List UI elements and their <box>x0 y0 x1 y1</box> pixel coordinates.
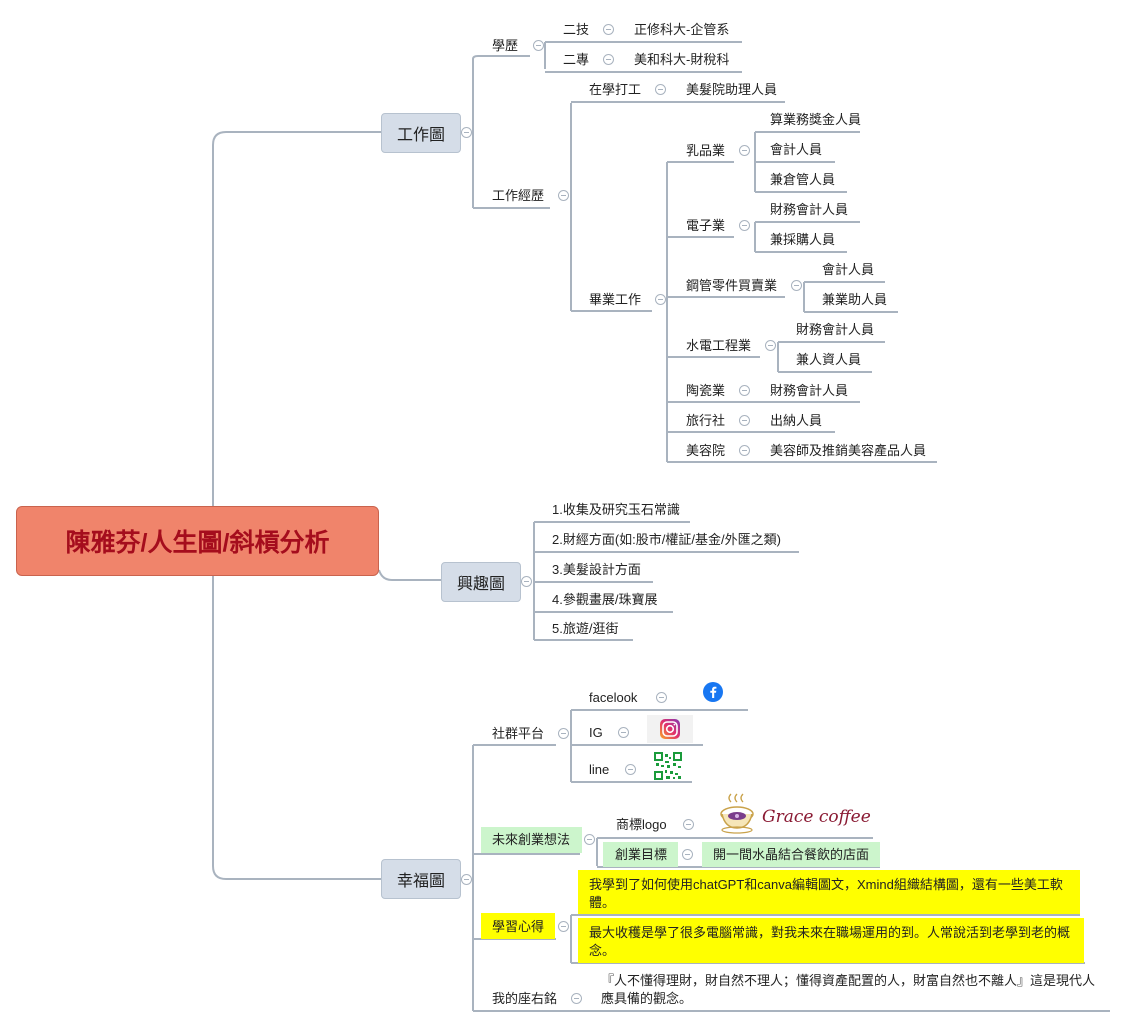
job-node[interactable]: 美容師及推銷美容產品人員 <box>770 443 927 458</box>
collapse-icon[interactable] <box>603 54 614 65</box>
collapse-icon[interactable] <box>765 340 776 351</box>
facebook-icon[interactable] <box>703 682 723 702</box>
logo-node[interactable]: 商標logo <box>616 817 667 832</box>
collapse-icon[interactable] <box>461 874 472 885</box>
motto-node[interactable]: 我的座右銘 <box>492 991 558 1006</box>
root-topic-label: 陳雅芬/人生圖/斜槓分析 <box>65 529 330 557</box>
job-node[interactable]: 會計人員 <box>822 262 875 277</box>
job-node[interactable]: 會計人員 <box>770 142 823 157</box>
industry-node[interactable]: 美容院 <box>686 443 726 458</box>
industry-node[interactable]: 陶瓷業 <box>686 383 726 398</box>
collapse-icon[interactable] <box>739 445 750 456</box>
job-node[interactable]: 出納人員 <box>770 413 823 428</box>
learning-note-highlight <box>578 918 1084 963</box>
interests-topic[interactable]: 興趣圖 <box>441 562 521 602</box>
job-node[interactable]: 兼業助人員 <box>822 292 888 307</box>
goal-text[interactable]: 開一間水晶結合餐飲的店面 <box>713 847 870 862</box>
interests-topic-label: 興趣圖 <box>456 576 505 593</box>
industry-node[interactable]: 鋼管零件買賣業 <box>686 278 778 293</box>
collapse-icon[interactable] <box>521 576 532 587</box>
job-node[interactable]: 美髮院助理人員 <box>686 82 778 97</box>
school-node[interactable]: 美和科大-財稅科 <box>634 52 730 67</box>
collapse-icon[interactable] <box>739 220 750 231</box>
learning-node-highlight <box>481 913 555 939</box>
collapse-icon[interactable] <box>558 728 569 739</box>
student-job-node[interactable]: 在學打工 <box>589 82 642 97</box>
interest-item[interactable]: 4.參觀畫展/珠寶展 <box>552 592 658 607</box>
collapse-icon[interactable] <box>682 849 693 860</box>
interest-item[interactable]: 1.收集及研究玉石常識 <box>552 502 680 517</box>
startup-node-highlight <box>481 827 582 853</box>
interest-item[interactable]: 5.旅遊/逛街 <box>552 621 619 636</box>
social-item-ig[interactable]: IG <box>589 725 603 740</box>
happiness-topic-label: 幸福圖 <box>396 873 445 890</box>
industry-node[interactable]: 水電工程業 <box>686 338 752 353</box>
collapse-icon[interactable] <box>558 921 569 932</box>
collapse-icon[interactable] <box>625 764 636 775</box>
collapse-icon[interactable] <box>683 819 694 830</box>
job-node[interactable]: 兼人資人員 <box>796 352 862 367</box>
education-node[interactable]: 學歷 <box>492 38 519 53</box>
social-item-facebook[interactable]: facelook <box>589 690 638 705</box>
goal-node[interactable]: 創業目標 <box>615 847 668 862</box>
collapse-icon[interactable] <box>739 415 750 426</box>
collapse-icon[interactable] <box>791 280 802 291</box>
collapse-icon[interactable] <box>603 24 614 35</box>
industry-node[interactable]: 旅行社 <box>686 413 726 428</box>
collapse-icon[interactable] <box>571 993 582 1004</box>
school-node[interactable]: 正修科大-企管系 <box>634 22 730 37</box>
collapse-icon[interactable] <box>655 294 666 305</box>
goal-highlight <box>702 842 880 867</box>
goal-label-highlight <box>603 842 678 867</box>
work-topic-label: 工作圖 <box>396 127 445 144</box>
job-node[interactable]: 兼採購人員 <box>770 232 836 247</box>
collapse-icon[interactable] <box>739 385 750 396</box>
learning-note[interactable]: 最大收穫是學了很多電腦常識，對我未來在職場運用的到。人常說活到老學到老的概念。 <box>589 925 1071 958</box>
social-item-line[interactable]: line <box>589 762 610 777</box>
learning-note-highlight <box>578 870 1080 914</box>
work-topic[interactable]: 工作圖 <box>381 113 461 153</box>
job-node[interactable]: 財務會計人員 <box>770 383 849 398</box>
happiness-topic[interactable]: 幸福圖 <box>381 859 461 899</box>
collapse-icon[interactable] <box>584 834 595 845</box>
collapse-icon[interactable] <box>739 145 750 156</box>
experience-node[interactable]: 工作經歷 <box>492 188 545 203</box>
coffee-cup-logo-icon <box>717 792 757 834</box>
job-node[interactable]: 算業務獎金人員 <box>770 112 862 127</box>
social-node[interactable]: 社群平台 <box>492 726 545 741</box>
degree-node[interactable]: 二專 <box>563 52 590 67</box>
interest-item[interactable]: 2.財經方面(如:股市/權証/基金/外匯之類) <box>552 532 781 547</box>
learning-note[interactable]: 我學到了如何使用chatGPT和canva編輯圖文，Xmind組織結構圖，還有一… <box>589 877 1063 910</box>
logo-brand-text: Grace coffee <box>762 807 871 827</box>
learning-node[interactable]: 學習心得 <box>492 919 545 934</box>
collapse-icon[interactable] <box>558 190 569 201</box>
collapse-icon[interactable] <box>618 727 629 738</box>
job-node[interactable]: 財務會計人員 <box>770 202 849 217</box>
qr-code-icon[interactable] <box>654 752 682 780</box>
industry-node[interactable]: 乳品業 <box>686 143 726 158</box>
degree-node[interactable]: 二技 <box>563 22 590 37</box>
root-topic[interactable]: 陳雅芬/人生圖/斜槓分析 <box>16 506 379 576</box>
interest-item[interactable]: 3.美髮設計方面 <box>552 562 641 577</box>
startup-node[interactable]: 未來創業想法 <box>492 832 571 847</box>
instagram-icon[interactable] <box>647 715 693 743</box>
collapse-icon[interactable] <box>656 692 667 703</box>
collapse-icon[interactable] <box>533 40 544 51</box>
graduate-job-node[interactable]: 畢業工作 <box>589 292 642 307</box>
motto-text[interactable]: 『人不懂得理財，財自然不理人；懂得資產配置的人，財富自然也不離人』這是現代人應具… <box>601 973 1096 1006</box>
job-node[interactable]: 兼倉管人員 <box>770 172 836 187</box>
collapse-icon[interactable] <box>461 127 472 138</box>
job-node[interactable]: 財務會計人員 <box>796 322 875 337</box>
industry-node[interactable]: 電子業 <box>686 218 726 233</box>
collapse-icon[interactable] <box>655 84 666 95</box>
